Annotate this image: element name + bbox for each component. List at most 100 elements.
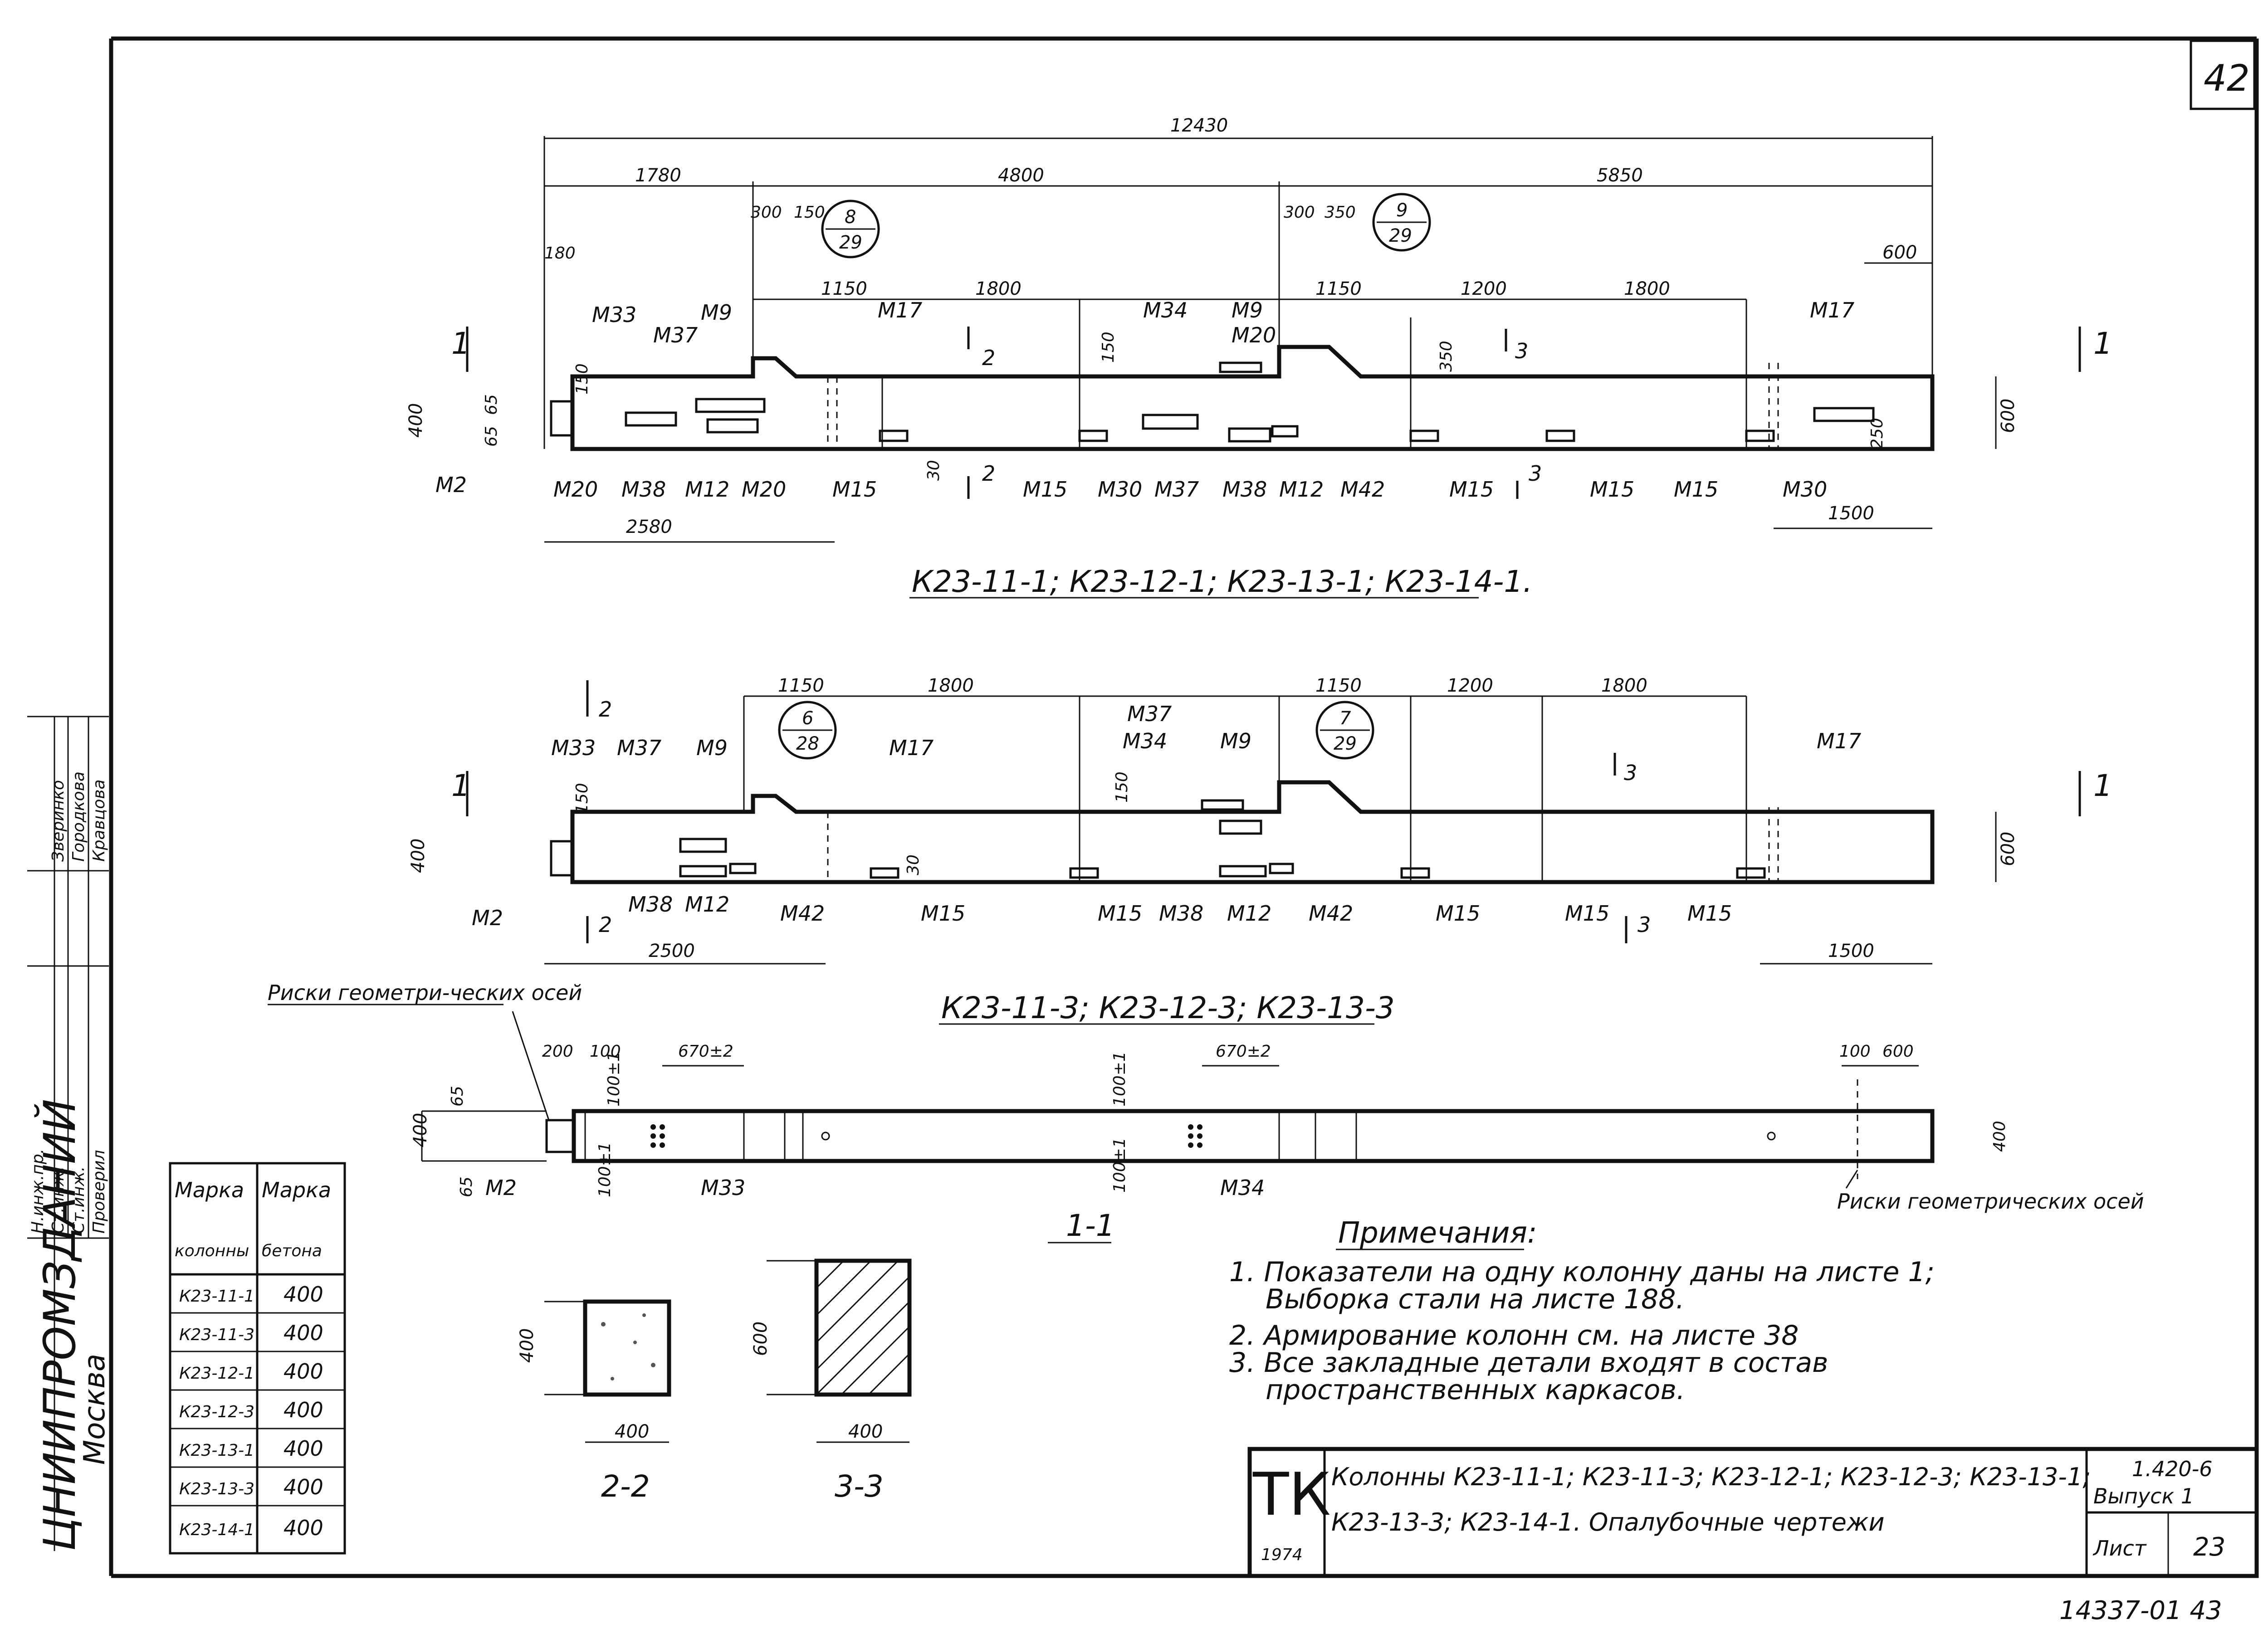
section-2-2: 400 400 2-2: [517, 1299, 671, 1504]
table-row-2-col: К23-11-3: [179, 1326, 254, 1344]
dim-top-180: 180: [544, 244, 576, 263]
title-issue: Выпуск 1: [2093, 1484, 2194, 1508]
title-sheet-no: 23: [2193, 1532, 2225, 1562]
dim-top-1800b: 1800: [1624, 278, 1670, 299]
mark-top-M12a: М12: [685, 477, 729, 502]
concrete-table: Марка Марка колонны бетона К23-11-1 400 …: [169, 1162, 346, 1555]
dim-mid-1150b: 1150: [1315, 675, 1362, 696]
section-mark-mid-3b: 3: [1637, 912, 1651, 937]
dim-mid-600: 600: [1998, 832, 2019, 866]
dim-top-350a: 350: [1325, 203, 1356, 222]
dim-mid-400: 400: [408, 839, 429, 873]
dim-mid-30: 30: [904, 854, 923, 875]
mark-top-M34: М34: [1143, 298, 1188, 322]
org-name: ЦНИИПРОМЗДАНИЙ: [34, 1099, 85, 1551]
mark-mid-M15a: М15: [921, 901, 965, 926]
approval-name-2: Городкова: [69, 771, 88, 862]
org-city: Москва: [78, 1354, 112, 1465]
note-1: 1. Показатели на одну колонну даны на ли…: [1229, 1256, 1935, 1288]
table-row-1-val: 400: [284, 1282, 323, 1307]
dim-top-1150a: 1150: [821, 278, 867, 299]
mark-top-M15b: М15: [1023, 477, 1067, 502]
dim-plan-670a: 670±2: [678, 1042, 733, 1061]
mark-top-M9b: М9: [1232, 298, 1263, 322]
mark-top-M37: М37: [653, 323, 698, 347]
dim-plan-200: 200: [542, 1042, 573, 1061]
section-mark-2a: 2: [982, 346, 995, 370]
section-mark-mid-3a: 3: [1624, 761, 1637, 785]
table-row-2-val: 400: [284, 1321, 323, 1345]
dim-plan-400b: 400: [1990, 1121, 2009, 1152]
mark-mid-M2: М2: [472, 906, 503, 930]
table-row-4-col: К23-12-3: [179, 1403, 254, 1421]
table-row-3-val: 400: [284, 1359, 323, 1384]
dim-plan-600: 600: [1882, 1042, 1914, 1061]
mark-mid-M15e: М15: [1687, 901, 1732, 926]
dim-top-150a: 150: [794, 203, 825, 222]
table-row-1-col: К23-11-1: [179, 1287, 254, 1306]
mark-top-M12b: М12: [1279, 477, 1324, 502]
section-mark-mid-1b: 1: [2093, 768, 2112, 803]
note-2: 2. Армирование колонн см. на листе 38: [1229, 1320, 1799, 1351]
dim-top-150c: 150: [1099, 332, 1118, 363]
mark-top-M38b: М38: [1222, 477, 1267, 502]
title-year: 1974: [1261, 1546, 1303, 1564]
mark-top-M15e: М15: [1674, 477, 1718, 502]
dim-top-5850: 5850: [1597, 165, 1643, 186]
sheet-number: 42: [2204, 57, 2250, 99]
section-mark-3a: 3: [1515, 339, 1528, 363]
mark-top-M37b: М37: [1154, 477, 1199, 502]
dim-mid-1800b: 1800: [1601, 675, 1647, 696]
table-row-7-val: 400: [284, 1516, 323, 1540]
dim-plan-100b: 100: [1839, 1042, 1871, 1061]
callout-7-den: 29: [1334, 733, 1357, 754]
dim-top-12430: 12430: [1170, 115, 1228, 136]
section-mark-2b: 2: [982, 461, 995, 486]
note-3: 3. Все закладные детали входят в состав: [1229, 1347, 1828, 1379]
view-top-title: К23-11-1; К23-12-1; К23-13-1; К23-14-1.: [912, 564, 1532, 599]
table-header-1: Марка: [175, 1178, 244, 1202]
approvals-block: Н.инж.пр. Ст.инж. Ст.инж. Проверил Звери…: [27, 716, 109, 1239]
plan-axis-note2: Риски геометрических осей: [1837, 1189, 2144, 1214]
mark-top-M42: М42: [1340, 477, 1385, 502]
dim-mid-1800a: 1800: [928, 675, 974, 696]
callout-7-num: 7: [1339, 708, 1351, 729]
mark-top-M15a: М15: [832, 477, 877, 502]
mark-mid-M42b: М42: [1309, 901, 1353, 926]
title-logo: ТК: [1252, 1460, 1331, 1529]
view-plan-title: 1-1: [1066, 1208, 1115, 1243]
callout-6-den: 28: [796, 733, 819, 754]
section-mark-mid-2b: 2: [599, 912, 612, 937]
dim-top-350b: 350: [1437, 341, 1456, 372]
section-2-2-w: 400: [615, 1421, 649, 1442]
section-3-3-h: 600: [750, 1322, 771, 1356]
notes-block: Примечания: 1. Показатели на одну колонн…: [1229, 1216, 1935, 1406]
title-block: ТК 1974 Колонны К23-11-1; К23-11-3; К23-…: [1247, 1447, 2259, 1578]
dim-plan-400a: 400: [410, 1113, 431, 1147]
sheet-frame: [109, 36, 2259, 1578]
dim-mid-150a: 150: [573, 783, 591, 814]
dim-top-300a: 300: [751, 203, 782, 222]
dim-plan-65b: 65: [457, 1176, 476, 1197]
note-3b: пространственных каркасов.: [1266, 1374, 1685, 1406]
mark-top-M20a: М20: [553, 477, 598, 502]
dim-mid-1150a: 1150: [778, 675, 824, 696]
mark-top-M20b: М20: [742, 477, 786, 502]
mark-top-M17b: М17: [1810, 298, 1854, 322]
mark-mid-M15b: М15: [1098, 901, 1142, 926]
mark-mid-M42a: М42: [780, 901, 825, 926]
approval-name-1: Зверинко: [49, 780, 68, 862]
mark-mid-M37a: М37: [617, 736, 661, 760]
dim-top-250: 250: [1868, 418, 1887, 449]
dim-top-30: 30: [924, 460, 943, 481]
dim-mid-1500: 1500: [1828, 941, 1874, 961]
mark-top-M15c: М15: [1449, 477, 1494, 502]
org-stamp: ЦНИИПРОМЗДАНИЙ Москва: [34, 717, 112, 1551]
mark-top-M15d: М15: [1590, 477, 1634, 502]
section-2-2-title: 2-2: [601, 1469, 650, 1504]
dim-top-400: 400: [406, 403, 426, 438]
plan-axis-note: Риски геометри-ческих осей: [268, 980, 582, 1005]
dim-plan-100-1b: 100±1: [596, 1142, 614, 1197]
title-series: 1.420-6: [2132, 1457, 2213, 1481]
mark-mid-M12a: М12: [685, 892, 729, 917]
